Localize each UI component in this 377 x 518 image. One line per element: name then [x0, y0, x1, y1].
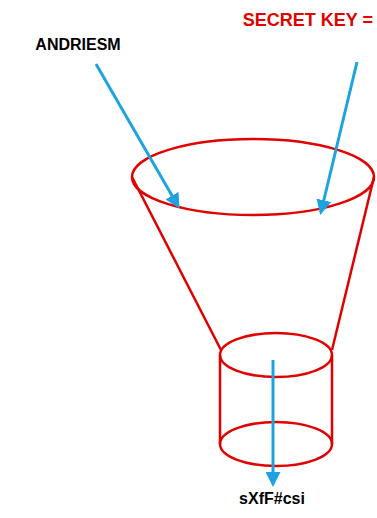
flow-arrows — [96, 62, 357, 484]
input-label: ANDRIESM — [35, 36, 120, 54]
key-label: SECRET KEY = — [243, 10, 373, 31]
output-label: sXfF#csi — [239, 490, 305, 508]
